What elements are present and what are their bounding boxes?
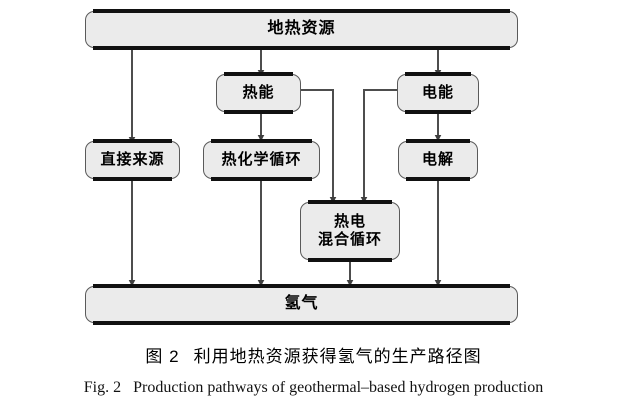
node-electric-energy[interactable]: 电能 [397, 72, 479, 114]
figure-number-english: Fig. 2 [83, 379, 122, 396]
figure-number-chinese: 图 2 [145, 347, 180, 366]
node-thermal-energy[interactable]: 热能 [216, 72, 301, 114]
node-electrolysis[interactable]: 电解 [398, 139, 478, 181]
node-electric-energy-label: 电能 [421, 84, 454, 102]
node-hybrid-thermal-electric-cycle-label: 热电 混合循环 [317, 213, 382, 248]
figure-caption-english-text: Production pathways of geothermal–based … [133, 379, 544, 396]
node-thermochemical-cycle[interactable]: 热化学循环 [203, 139, 320, 181]
flowchart-connectors [128, 48, 442, 287]
node-direct-source-label: 直接来源 [100, 151, 165, 169]
node-hybrid-thermal-electric-cycle[interactable]: 热电 混合循环 [300, 200, 400, 262]
node-direct-source[interactable]: 直接来源 [85, 139, 180, 181]
node-geothermal-resource[interactable]: 地热资源 [85, 9, 518, 50]
flowchart-canvas: 地热资源 热能 电能 直接来源 热化学循环 电解 热电 混合循环 氢气 [85, 9, 518, 325]
figure-caption-chinese-text: 利用地热资源获得氢气的生产路径图 [193, 347, 482, 366]
figure-caption-chinese: 图 2 利用地热资源获得氢气的生产路径图 [0, 342, 627, 367]
edge-thermal-hybrid [301, 89, 337, 204]
node-thermochemical-cycle-label: 热化学循环 [221, 151, 302, 169]
node-thermal-energy-label: 热能 [242, 84, 275, 102]
node-geothermal-resource-label: 地热资源 [267, 20, 336, 38]
node-electrolysis-label: 电解 [421, 151, 454, 169]
figure-caption-english: Fig. 2 Production pathways of geothermal–… [0, 379, 627, 397]
node-hydrogen-label: 氢气 [284, 295, 319, 313]
node-hydrogen[interactable]: 氢气 [85, 284, 518, 325]
edge-electric-hybrid [360, 89, 397, 204]
